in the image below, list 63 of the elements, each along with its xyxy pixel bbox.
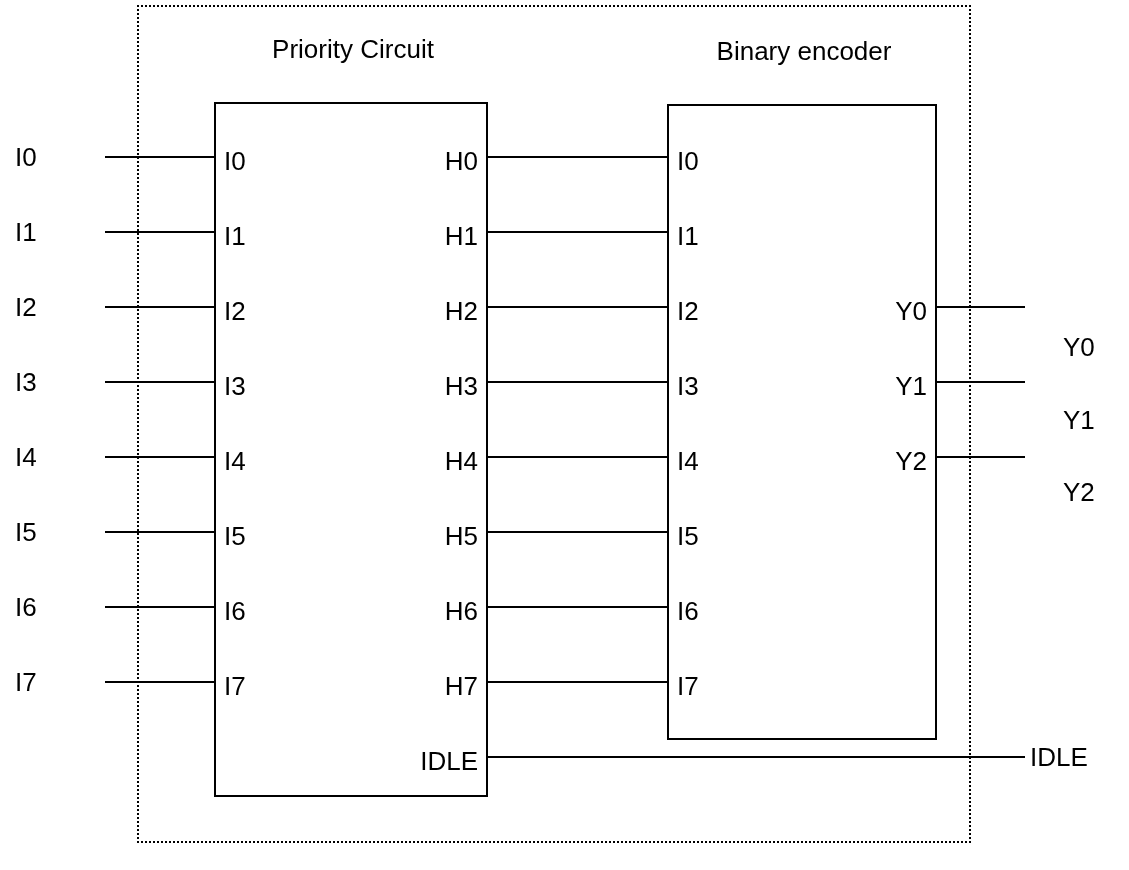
pin-label: I3 (224, 371, 246, 401)
wire (487, 231, 668, 233)
pin-label: I0 (677, 146, 699, 176)
wire (487, 381, 668, 383)
wire (487, 606, 668, 608)
pin-label: H7 (444, 671, 478, 701)
pin-label: I2 (677, 296, 699, 326)
signal-label: I4 (15, 442, 105, 472)
wire (104, 231, 215, 233)
pin-label: I5 (224, 521, 246, 551)
wire (104, 306, 215, 308)
pin-label: H6 (444, 596, 478, 626)
wire (104, 606, 215, 608)
pin-label: H1 (444, 221, 478, 251)
pin-label: Y2 (895, 446, 927, 476)
signal-label: Y2 (1063, 477, 1095, 507)
pin-label: I4 (677, 446, 699, 476)
wire (104, 681, 215, 683)
signal-label: I2 (15, 292, 105, 322)
block-title: Binary encoder (715, 36, 893, 66)
pin-label: I1 (224, 221, 246, 251)
pin-label: I6 (677, 596, 699, 626)
wire (936, 306, 1026, 308)
pin-label: I0 (224, 146, 246, 176)
signal-label: I3 (15, 367, 105, 397)
dotted-boundary (137, 5, 971, 843)
signal-label: IDLE (1030, 742, 1088, 772)
pin-label: I2 (224, 296, 246, 326)
pin-label: H3 (444, 371, 478, 401)
signal-label: I5 (15, 517, 105, 547)
signal-label: I0 (15, 142, 105, 172)
pin-label: H5 (444, 521, 478, 551)
pin-label: I4 (224, 446, 246, 476)
pin-label: I5 (677, 521, 699, 551)
pin-label: Y1 (895, 371, 927, 401)
pin-label: Y0 (895, 296, 927, 326)
wire (487, 456, 668, 458)
pin-label: I3 (677, 371, 699, 401)
pin-label: I1 (677, 221, 699, 251)
pin-label: IDLE (420, 746, 478, 776)
signal-label: I6 (15, 592, 105, 622)
wire (487, 681, 668, 683)
signal-label: I1 (15, 217, 105, 247)
wire (487, 756, 1026, 758)
block-title: Priority Circuit (271, 34, 435, 64)
signal-label: Y1 (1063, 405, 1095, 435)
pin-label: H0 (444, 146, 478, 176)
pin-label: I7 (224, 671, 246, 701)
wire (104, 156, 215, 158)
signal-label: Y0 (1063, 332, 1095, 362)
pin-label: H2 (444, 296, 478, 326)
wire (104, 381, 215, 383)
signal-label: I7 (15, 667, 105, 697)
pin-label: H4 (444, 446, 478, 476)
wire (487, 531, 668, 533)
wire (104, 531, 215, 533)
pin-label: I7 (677, 671, 699, 701)
wire (487, 306, 668, 308)
wire (936, 381, 1026, 383)
pin-label: I6 (224, 596, 246, 626)
wire (936, 456, 1026, 458)
wire (487, 156, 668, 158)
wire (104, 456, 215, 458)
